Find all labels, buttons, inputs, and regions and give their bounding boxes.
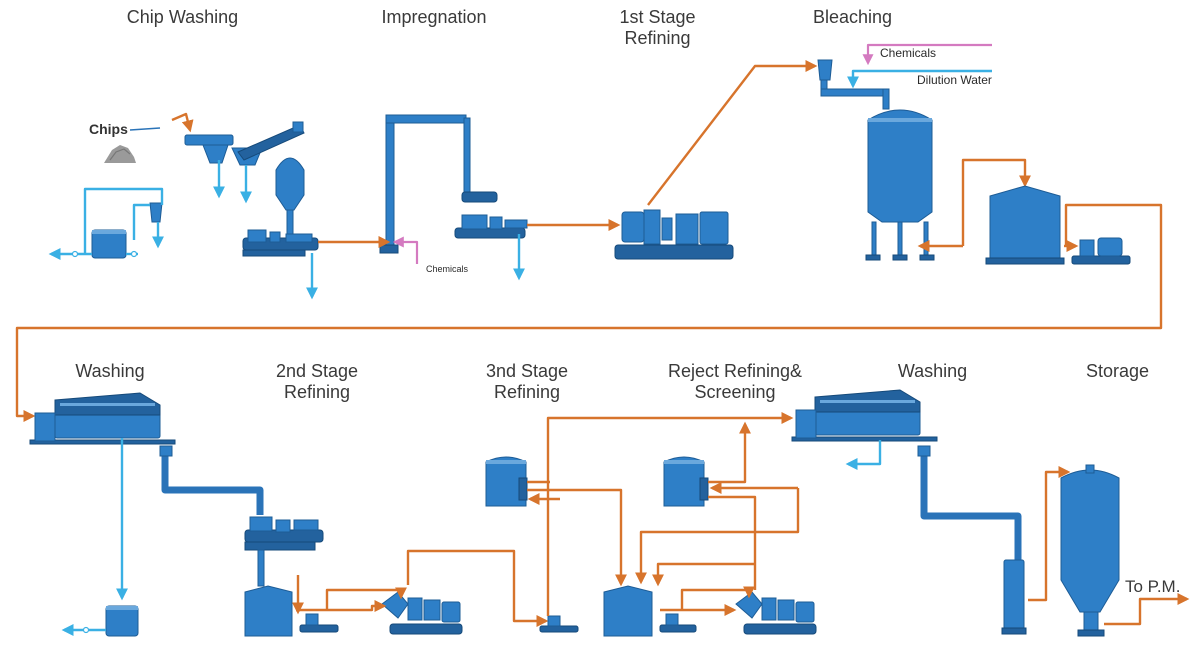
stage-label-washing-1: Washing <box>75 361 145 381</box>
wash-water-tank-icon <box>91 229 127 259</box>
small-cyclone-icon <box>149 202 163 223</box>
to-pm-label: To P.M. <box>1125 577 1181 596</box>
chip-pile-icon <box>104 145 136 163</box>
stage-label-reject-refining-screening: Reject Refining& Screening <box>667 361 803 402</box>
reject-screen-tank-icon <box>663 456 709 507</box>
second-stage-chest-icon <box>244 585 293 637</box>
standpipe-icon <box>1001 559 1027 635</box>
chips-pointer-line <box>129 127 161 131</box>
third-stage-chest-icon <box>603 585 653 637</box>
stage-label-storage: Storage <box>1085 361 1150 381</box>
stage-label-washing-2: Washing <box>897 361 968 381</box>
dilution-water-label: Dilution Water <box>917 73 992 87</box>
stage-label-first-stage-refining: 1st Stage Refining <box>619 7 696 48</box>
first-washer-icon <box>29 392 176 445</box>
bleached-storage-tank-icon <box>985 185 1065 265</box>
second-stage-press-icon <box>244 516 324 587</box>
stage-label-bleaching: Bleaching <box>812 7 893 27</box>
first-stage-refiner-icon <box>614 209 734 260</box>
filtrate-tank-icon <box>105 605 139 637</box>
stage-label-impregnation: Impregnation <box>381 7 487 27</box>
cyclone-separator-icon <box>275 157 305 239</box>
stage-label-second-stage-refining: 2nd Stage Refining <box>275 361 359 402</box>
conveyor-hopper-icon <box>159 445 173 457</box>
chips-feed-arrow <box>171 112 194 133</box>
transfer-pump-icon <box>1071 237 1131 265</box>
stage-label-chip-washing: Chip Washing <box>126 7 239 27</box>
stage-label-third-stage-refining: 3nd Stage Refining <box>485 361 569 402</box>
bleaching-tower-icon <box>865 109 935 261</box>
reject-refiner-icon <box>735 591 817 635</box>
second-conveyor-hopper-icon <box>917 445 931 457</box>
chemicals-impregnation-label: Chemicals <box>426 264 469 274</box>
chips-label: Chips <box>89 121 128 137</box>
chemicals-bleaching-label: Chemicals <box>880 46 937 60</box>
second-stage-pump-icon <box>299 613 339 633</box>
second-washer-icon <box>791 389 938 442</box>
third-stage-transfer-pump-icon <box>659 613 697 633</box>
second-stage-refiner-icon <box>381 591 463 635</box>
third-stage-screen-tank-icon <box>485 456 528 507</box>
chip-washer-icon <box>184 121 305 166</box>
bleaching-feeder-icon <box>817 59 890 110</box>
screw-press-icon <box>242 229 319 257</box>
storage-tower-icon <box>1060 464 1120 637</box>
impregnator-icon <box>379 114 528 254</box>
third-stage-pump-icon <box>539 615 579 633</box>
